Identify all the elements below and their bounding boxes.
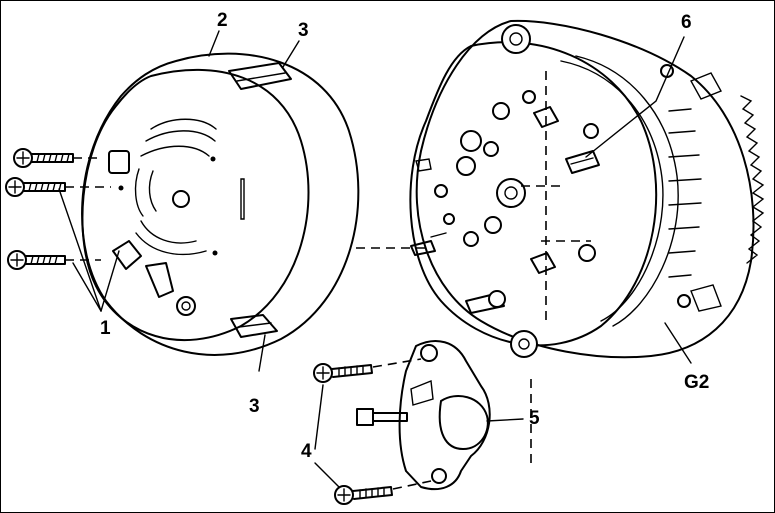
screw-lower bbox=[7, 250, 66, 270]
callout-screws-regulator: 4 bbox=[301, 441, 312, 462]
regulator-screws bbox=[313, 358, 432, 505]
callout-regulator: 5 bbox=[529, 408, 540, 429]
rear-cover bbox=[81, 52, 360, 356]
screw-upper bbox=[13, 148, 74, 168]
screw-regulator-lower bbox=[334, 480, 432, 505]
callout-clip-bottom: 3 bbox=[249, 396, 260, 417]
voltage-regulator bbox=[356, 340, 532, 491]
callout-terminal: 6 bbox=[681, 12, 692, 33]
callout-screws-left: 1 bbox=[100, 318, 111, 339]
callout-cover: 2 bbox=[217, 10, 228, 31]
leader-lines bbox=[208, 30, 692, 422]
callout-alternator: G2 bbox=[684, 372, 710, 393]
screw-regulator-upper bbox=[313, 358, 422, 383]
callout-clip-top: 3 bbox=[298, 20, 309, 41]
alternator-body bbox=[409, 19, 765, 359]
screw-middle bbox=[5, 177, 66, 197]
cover-screws bbox=[5, 148, 120, 312]
